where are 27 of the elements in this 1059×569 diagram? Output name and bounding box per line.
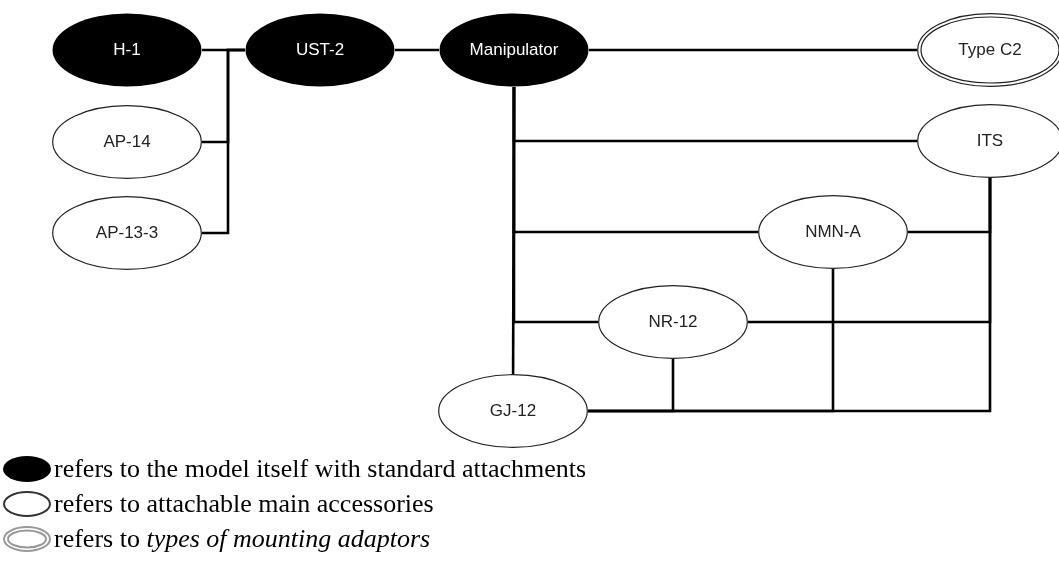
legend-text: refers to types of mounting adaptors (54, 524, 431, 554)
node-label: ITS (976, 131, 1004, 151)
node-label: Manipulator (469, 40, 559, 60)
node-label: H-1 (113, 40, 141, 60)
connector-line (395, 48, 439, 52)
legend-text: refers to the model itself with standard attachments (54, 454, 587, 484)
connector-line (589, 48, 917, 52)
model-ellipse (245, 13, 395, 87)
connector-line (511, 87, 516, 374)
accessory-ellipse (438, 374, 588, 448)
node-label: Type C2 (958, 40, 1022, 60)
accessory-ellipse (598, 285, 748, 359)
model-ellipse (439, 13, 589, 87)
adaptor-ellipse (917, 13, 1059, 87)
legend-text: refers to attachable main accessories (54, 489, 434, 519)
node-label: UST-2 (295, 40, 345, 60)
model-ellipse (52, 13, 202, 87)
node-label: GJ-12 (489, 401, 537, 421)
accessory-ellipse (758, 195, 908, 269)
connector-line (588, 269, 835, 413)
node-label: AP-14 (103, 132, 151, 152)
accessory-ellipse (52, 196, 202, 270)
accessory-ellipse (52, 105, 202, 179)
node-label: NMN-A (805, 222, 861, 242)
node-label: AP-13-3 (95, 223, 159, 243)
node-label: NR-12 (648, 312, 698, 332)
connector-line (202, 48, 245, 235)
